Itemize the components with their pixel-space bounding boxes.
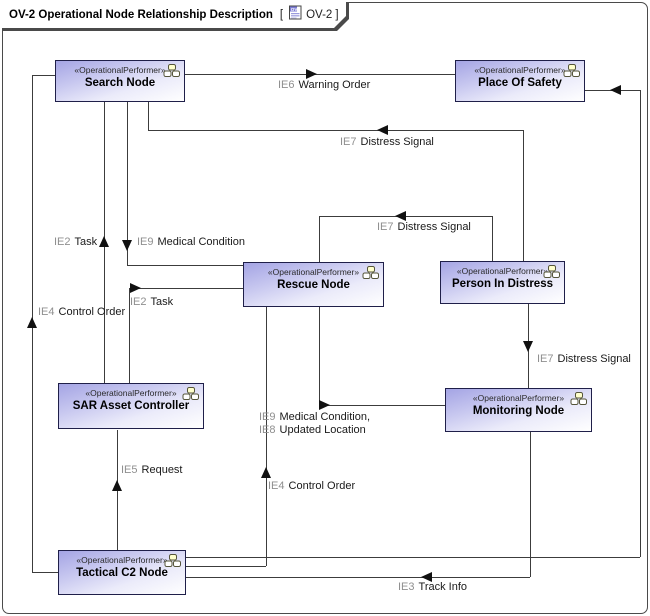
node-name: Tactical C2 Node: [76, 567, 168, 579]
stereotype-label: «OperationalPerformer»: [74, 65, 166, 75]
flow-ie9-ie8-to-monitoring-line[interactable]: [319, 405, 445, 406]
flow-ie4-control-order-to-search-line[interactable]: [32, 75, 55, 76]
ov-2-diagram-icon: OV: [288, 5, 303, 25]
arrowhead-right: [130, 283, 141, 293]
flow-ie4-control-order-to-search-line[interactable]: [32, 572, 58, 573]
flow-ie7-distress-signal-to-search-line[interactable]: [523, 130, 524, 261]
node-monitoring-node[interactable]: «OperationalPerformer» Monitoring Node: [445, 388, 592, 432]
flow-ie7-distress-signal-to-rescue-line[interactable]: [319, 216, 320, 262]
node-name: Monitoring Node: [472, 405, 565, 417]
arrowhead-up: [27, 317, 37, 328]
operational-performer-icon: [563, 64, 581, 78]
flow-to-place-of-safety-line[interactable]: [640, 90, 641, 557]
operational-performer-icon: [543, 265, 561, 279]
arrowhead-down: [523, 341, 533, 352]
node-sar-asset-controller[interactable]: «OperationalPerformer» SAR Asset Control…: [58, 383, 204, 429]
node-place-of-safety[interactable]: «OperationalPerformer» Place Of Safety: [455, 60, 585, 102]
arrowhead-right: [319, 400, 330, 410]
flow-ie7-distress-signal-to-search-line[interactable]: [148, 102, 149, 130]
flow-ie2-task-to-rescue-line[interactable]: [129, 288, 130, 383]
flow-ie3-track-info-line[interactable]: [530, 432, 531, 577]
node-tactical-c2-node[interactable]: «OperationalPerformer» Tactical C2 Node: [58, 550, 186, 595]
arrowhead-left: [421, 572, 432, 582]
node-name: SAR Asset Controller: [72, 400, 190, 412]
operational-performer-icon: [570, 392, 588, 406]
flow-ie4-control-order-to-rescue-line[interactable]: [266, 307, 267, 566]
node-name: Search Node: [84, 77, 156, 89]
arrowhead-up: [112, 480, 122, 491]
arrowhead-left: [610, 85, 621, 95]
svg-text:OV: OV: [291, 6, 299, 11]
node-name: Rescue Node: [277, 279, 350, 291]
flow-ie2-task-to-rescue-line[interactable]: [129, 288, 243, 289]
frame-bracket-open: [: [279, 8, 284, 21]
arrowhead-up: [261, 467, 271, 478]
flow-ie9-medical-condition-line[interactable]: [127, 102, 128, 265]
node-search-node[interactable]: «OperationalPerformer» Search Node: [55, 60, 185, 102]
stereotype-label: «OperationalPerformer»: [85, 388, 177, 398]
frame-tag: OV-2: [306, 8, 333, 21]
node-name: Person In Distress: [452, 278, 553, 290]
flow-ie3-track-info-line[interactable]: [186, 577, 530, 578]
flow-ie9-ie8-to-monitoring-line[interactable]: [319, 307, 320, 405]
stereotype-label: «OperationalPerformer»: [456, 266, 549, 276]
stereotype-label: «OperationalPerformer»: [472, 393, 565, 403]
stereotype-label: «OperationalPerformer»: [76, 555, 168, 565]
flow-to-place-of-safety-line[interactable]: [186, 557, 640, 558]
flow-ie9-medical-condition-line[interactable]: [127, 265, 243, 266]
node-rescue-node[interactable]: «OperationalPerformer» Rescue Node: [243, 262, 384, 307]
arrowhead-up: [99, 236, 109, 247]
flow-ie4-control-order-to-rescue-line[interactable]: [186, 566, 266, 567]
operational-performer-icon: [164, 554, 182, 568]
flow-ie6-warning-order-line[interactable]: [185, 74, 455, 75]
flow-ie7-distress-signal-to-search-line[interactable]: [148, 130, 523, 131]
diagram-title: OV-2 Operational Node Relationship Descr…: [1, 1, 346, 28]
stereotype-label: «OperationalPerformer»: [267, 267, 360, 277]
flow-ie7-distress-signal-to-rescue-line[interactable]: [492, 216, 493, 261]
node-name: Place Of Safety: [478, 77, 562, 89]
arrowhead-left: [395, 211, 406, 221]
frame-bracket-close: ]: [335, 8, 339, 21]
arrowhead-down: [122, 240, 132, 251]
stereotype-label: «OperationalPerformer»: [474, 65, 566, 75]
arrowhead-left: [377, 125, 388, 135]
operational-performer-icon: [362, 266, 380, 280]
arrowhead-right: [306, 69, 317, 79]
node-person-in-distress[interactable]: «OperationalPerformer» Person In Distres…: [440, 261, 565, 304]
operational-performer-icon: [182, 387, 200, 401]
diagram-title-text: OV-2 Operational Node Relationship Descr…: [9, 8, 273, 21]
operational-performer-icon: [163, 64, 181, 78]
